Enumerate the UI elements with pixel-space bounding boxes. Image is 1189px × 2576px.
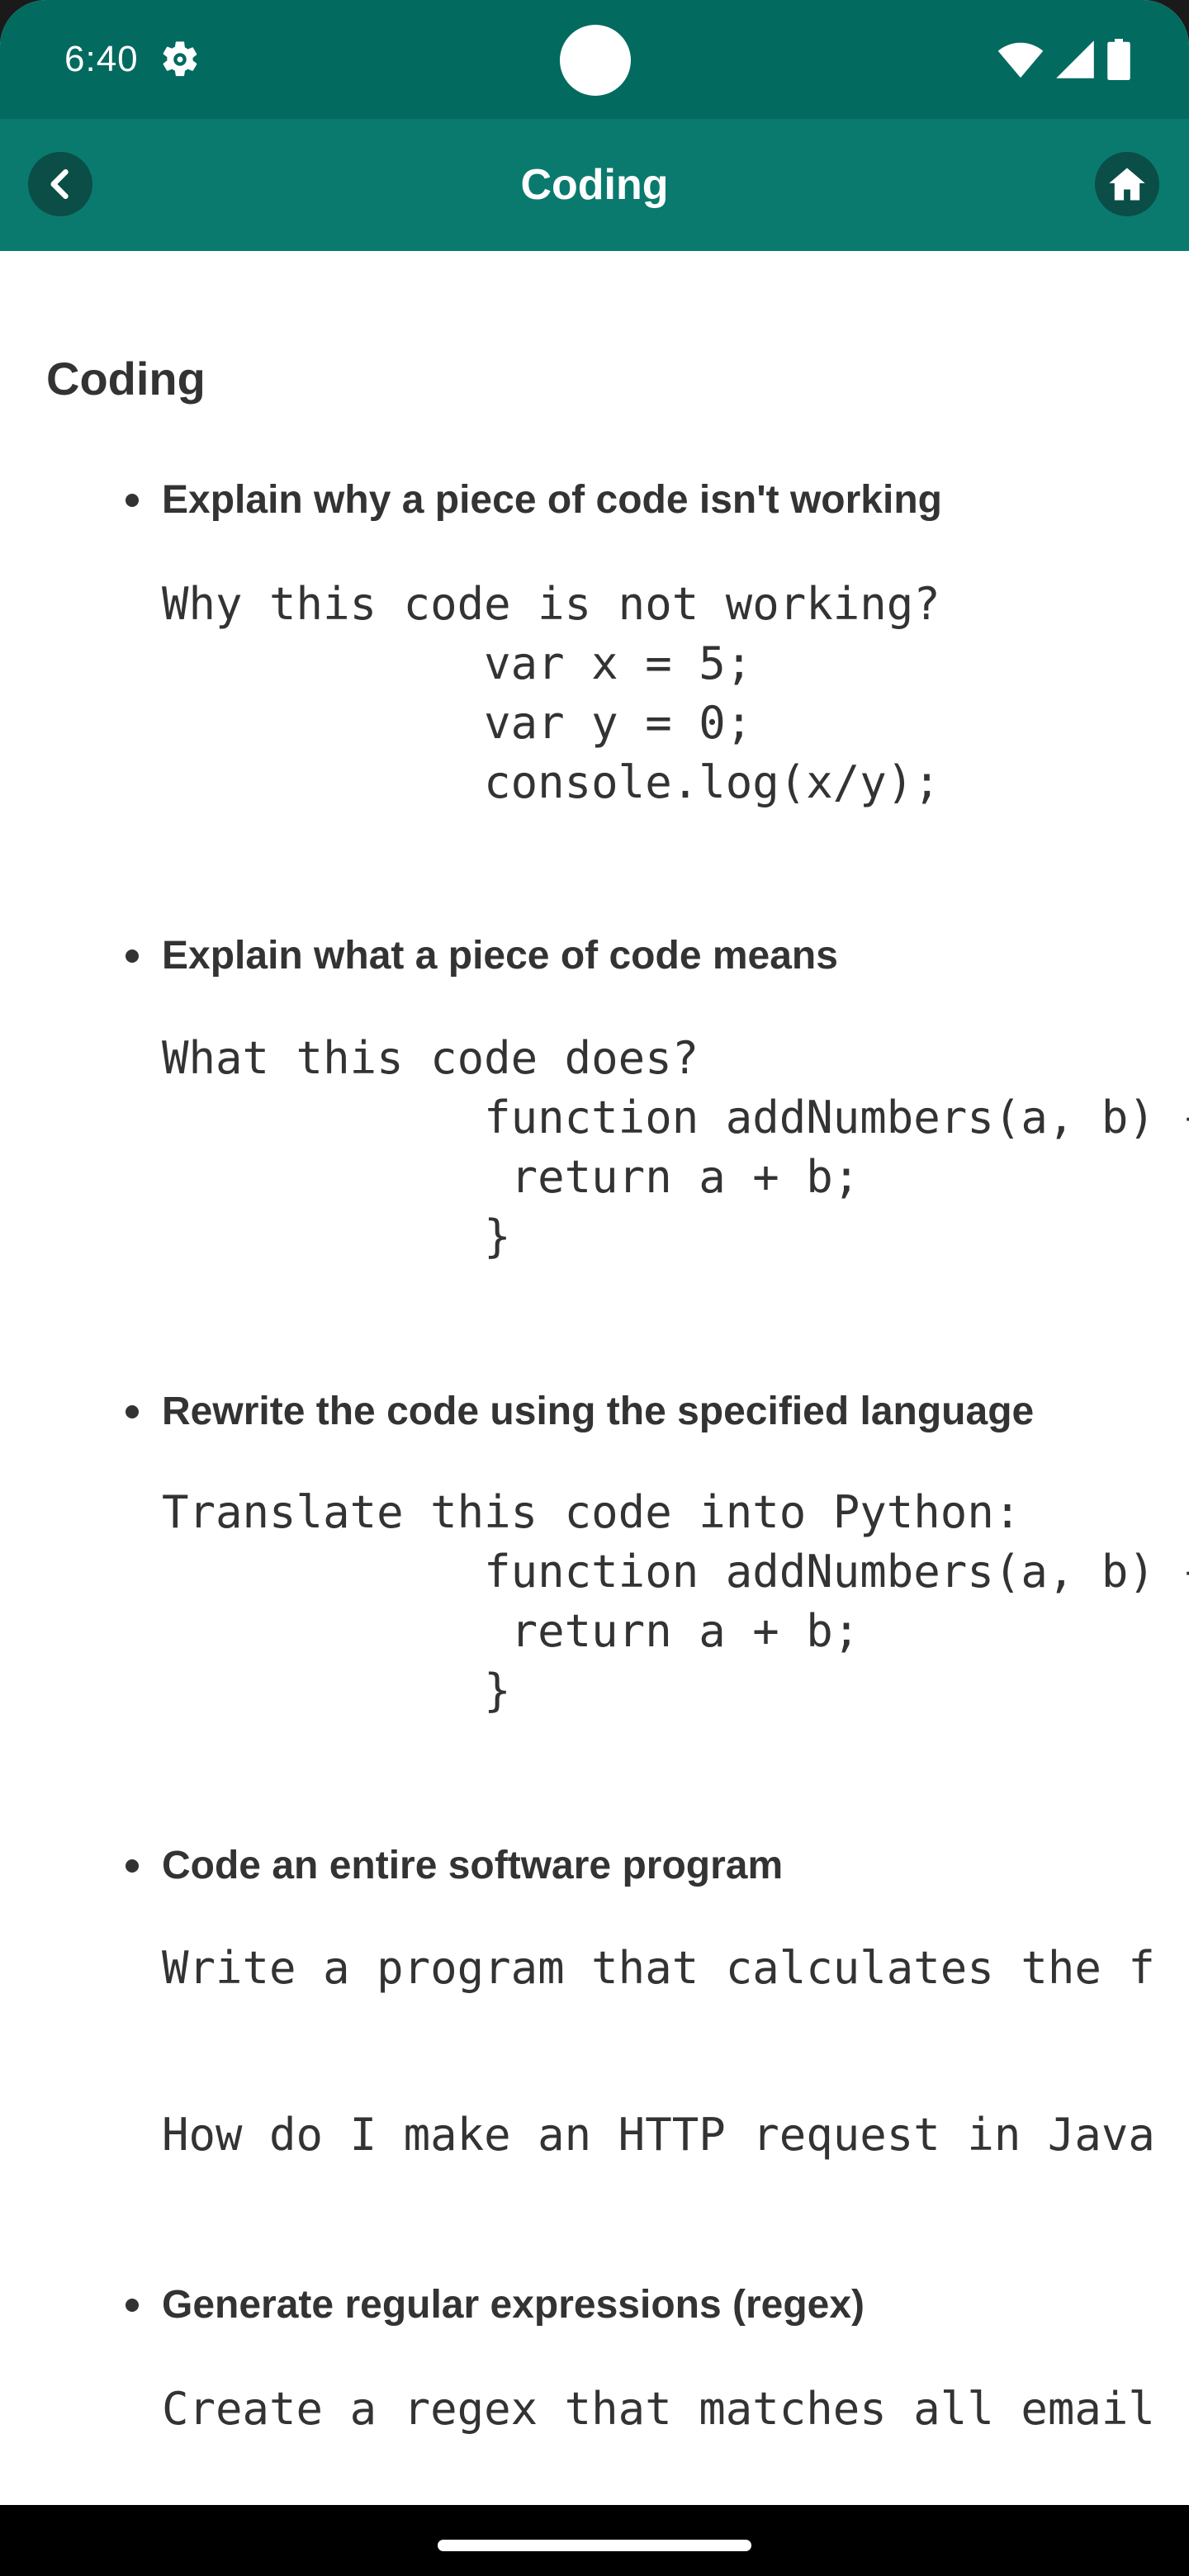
item-title-explain-why: Explain why a piece of code isn't workin…	[162, 478, 942, 522]
code-example-http-request[interactable]: How do I make an HTTP request in Java	[162, 2109, 1155, 2161]
item-title-explain-what: Explain what a piece of code means	[162, 934, 838, 978]
status-icons	[997, 38, 1131, 81]
home-button[interactable]	[1095, 152, 1159, 216]
item-title-code-program: Code an entire software program	[162, 1844, 784, 1887]
app-bar: Coding	[0, 119, 1189, 251]
code-example-regex[interactable]: Create a regex that matches all email	[162, 2383, 1155, 2435]
code-example-rewrite-code[interactable]: Translate this code into Python: functio…	[162, 1486, 1189, 1717]
cellular-signal-icon	[1056, 40, 1094, 78]
content-area[interactable]: Coding Explain why a piece of code isn't…	[0, 251, 1189, 2505]
bullet	[126, 2299, 139, 2312]
status-bar: 6:40	[0, 0, 1189, 119]
item-title-rewrite-code: Rewrite the code using the specified lan…	[162, 1390, 1035, 1433]
home-gesture-handle[interactable]	[438, 2540, 751, 2551]
chevron-left-icon	[50, 169, 69, 199]
section-heading: Coding	[46, 353, 206, 405]
camera-cutout	[560, 25, 631, 96]
code-example-code-program[interactable]: Write a program that calculates the f	[162, 1942, 1155, 1994]
bullet	[126, 1859, 139, 1873]
settings-gear-icon	[163, 41, 197, 77]
item-title-regex: Generate regular expressions (regex)	[162, 2283, 865, 2327]
code-example-explain-what[interactable]: What this code does? function addNumbers…	[162, 1032, 1189, 1262]
home-icon	[1109, 168, 1145, 201]
code-example-explain-why[interactable]: Why this code is not working? var x = 5;…	[162, 578, 940, 808]
bullet	[126, 494, 139, 507]
wifi-icon	[997, 42, 1044, 78]
app-title: Coding	[520, 161, 669, 209]
bullet	[126, 949, 139, 963]
bullet	[126, 1405, 139, 1418]
status-time: 6:40	[64, 39, 139, 79]
battery-icon	[1107, 39, 1130, 80]
back-button[interactable]	[28, 152, 92, 216]
